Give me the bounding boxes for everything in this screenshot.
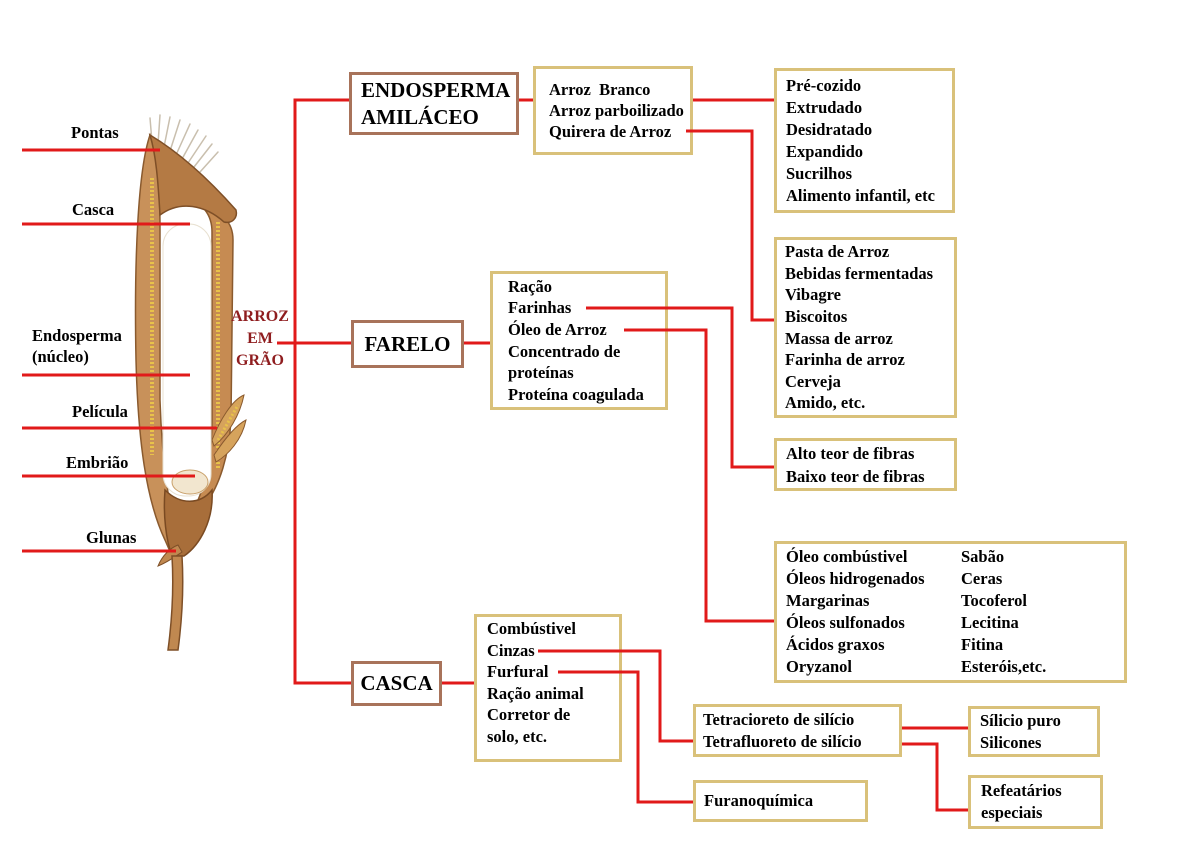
root-line: GRÃO [226, 350, 294, 372]
silicio-uses-box: Sílicio puro Silicones [968, 706, 1100, 757]
glume-leaf-upper [212, 395, 244, 446]
list-item: Biscoitos [785, 306, 954, 328]
list-item: Óleos hidrogenados [786, 568, 961, 590]
label-endosperma: Endosperma [32, 326, 122, 346]
glume-dots [218, 405, 238, 440]
list-item: solo, etc. [487, 726, 619, 748]
list-item: Furfural [487, 661, 619, 683]
husk-top [150, 135, 236, 222]
farelo-products-box: Ração Farinhas Óleo de Arroz Concentrado… [490, 271, 668, 410]
category-box-casca: CASCA [351, 661, 442, 706]
endosperma-products-box: Arroz Branco Arroz parboilizado Quirera … [533, 66, 693, 155]
awn-bristles [150, 115, 218, 172]
list-item: Lecitina [961, 612, 1046, 634]
list-item: Massa de arroz [785, 328, 954, 350]
endosperm [163, 224, 211, 496]
list-item: Refeatários [981, 780, 1100, 802]
list-item: Desidratado [786, 119, 952, 141]
glume-leaf-lower [214, 420, 246, 462]
root-line: EM [226, 328, 294, 350]
connector-refractory-uses [902, 744, 968, 810]
oleo-uses-columns: Óleo combústivel Óleos hidrogenados Marg… [786, 546, 1124, 678]
list-item: Ácidos graxos [786, 634, 961, 656]
connector-quirera-uses [686, 131, 774, 320]
list-item: Combústivel [487, 618, 619, 640]
root-line: ARROZ [226, 306, 294, 328]
list-item: Cerveja [785, 371, 954, 393]
oleo-uses-column-1: Óleo combústivel Óleos hidrogenados Marg… [786, 546, 961, 678]
list-item: Tetracioreto de silício [703, 709, 899, 731]
list-item: Fitina [961, 634, 1046, 656]
label-nucleo: (núcleo) [32, 347, 89, 367]
list-item: Margarinas [786, 590, 961, 612]
husk-left [136, 135, 180, 556]
list-item: Silicones [980, 732, 1097, 754]
list-item: Alto teor de fibras [786, 442, 954, 465]
list-item: Sílicio puro [980, 710, 1097, 732]
list-item: Óleo combústivel [786, 546, 961, 568]
oleo-uses-box: Óleo combústivel Óleos hidrogenados Marg… [774, 541, 1127, 683]
category-box-farelo: FARELO [351, 320, 464, 368]
list-item: Sucrilhos [786, 163, 952, 185]
list-item: Concentrado de [508, 341, 665, 363]
list-item: Farinhas [508, 297, 665, 319]
list-item: Pasta de Arroz [785, 241, 954, 263]
label-pelicula: Película [72, 402, 128, 422]
list-item: Cinzas [487, 640, 619, 662]
quirera-uses-box: Pasta de Arroz Bebidas fermentadas Vibag… [774, 237, 957, 418]
list-item: Óleos sulfonados [786, 612, 961, 634]
list-item: Farinha de arroz [785, 349, 954, 371]
glume-bottom [158, 545, 182, 566]
category-title: AMILÁCEO [361, 104, 516, 131]
list-item: Extrudado [786, 97, 952, 119]
category-title: FARELO [365, 331, 451, 358]
root-label: ARROZ EM GRÃO [226, 306, 294, 372]
list-item: Furanoquímica [704, 790, 865, 812]
label-glunas: Glunas [86, 528, 136, 548]
category-title: ENDOSPERMA [361, 77, 516, 104]
list-item: Expandido [786, 141, 952, 163]
casca-products-box: Combústivel Cinzas Furfural Ração animal… [474, 614, 622, 762]
category-title: CASCA [360, 670, 432, 697]
category-box-endosperma: ENDOSPERMA AMILÁCEO [349, 72, 519, 135]
list-item: Proteína coagulada [508, 384, 665, 406]
label-pontas: Pontas [71, 123, 119, 143]
list-item: Ceras [961, 568, 1046, 590]
refractory-uses-box: Refeatários especiais [968, 775, 1103, 829]
list-item: Quirera de Arroz [549, 121, 690, 142]
cinzas-uses-box: Tetracioreto de silício Tetrafluoreto de… [693, 704, 902, 757]
list-item: Ração animal [487, 683, 619, 705]
list-item: Alimento infantil, etc [786, 185, 952, 207]
farinhas-uses-box: Alto teor de fibras Baixo teor de fibras [774, 438, 957, 491]
label-casca: Casca [72, 200, 114, 220]
processed-products-box: Pré-cozido Extrudado Desidratado Expandi… [774, 68, 955, 213]
list-item: Amido, etc. [785, 392, 954, 414]
label-embriao: Embrião [66, 453, 128, 473]
list-item: Oryzanol [786, 656, 961, 678]
list-item: Tetrafluoreto de silício [703, 731, 899, 753]
list-item: Óleo de Arroz [508, 319, 665, 341]
list-item: Arroz Branco [549, 79, 690, 100]
list-item: Ração [508, 276, 665, 298]
list-item: Baixo teor de fibras [786, 465, 954, 488]
stem [168, 556, 183, 650]
list-item: Pré-cozido [786, 75, 952, 97]
list-item: Tocoferol [961, 590, 1046, 612]
list-item: Bebidas fermentadas [785, 263, 954, 285]
list-item: especiais [981, 802, 1100, 824]
embryo-cup [164, 490, 212, 556]
furfural-uses-box: Furanoquímica [693, 780, 868, 822]
list-item: Vibagre [785, 284, 954, 306]
list-item: Arroz parboilizado [549, 100, 690, 121]
list-item: proteínas [508, 362, 665, 384]
list-item: Sabão [961, 546, 1046, 568]
embryo [172, 470, 208, 494]
oleo-uses-column-2: Sabão Ceras Tocoferol Lecitina Fitina Es… [961, 546, 1046, 678]
list-item: Corretor de [487, 704, 619, 726]
list-item: Esteróis,etc. [961, 656, 1046, 678]
